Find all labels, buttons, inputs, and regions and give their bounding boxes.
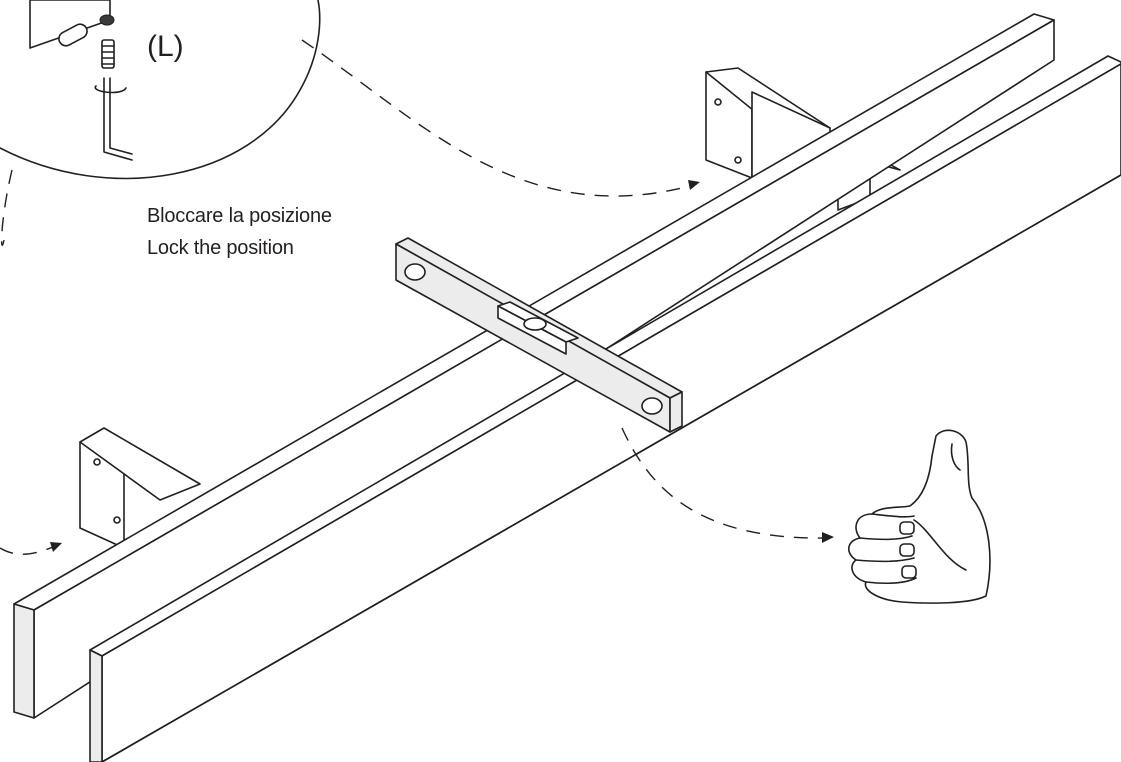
detail-callout [0,0,321,180]
rail-front [89,55,1121,762]
thumbs-up-icon [848,429,991,604]
instruction-english: Lock the position [147,237,294,259]
spirit-level [395,237,683,433]
instruction-caption: Bloccare la posizione Lock the position [147,200,332,264]
instruction-italian: Bloccare la posizione [147,205,332,227]
part-label: (L) [147,30,184,63]
dashed-arrows [0,39,834,555]
